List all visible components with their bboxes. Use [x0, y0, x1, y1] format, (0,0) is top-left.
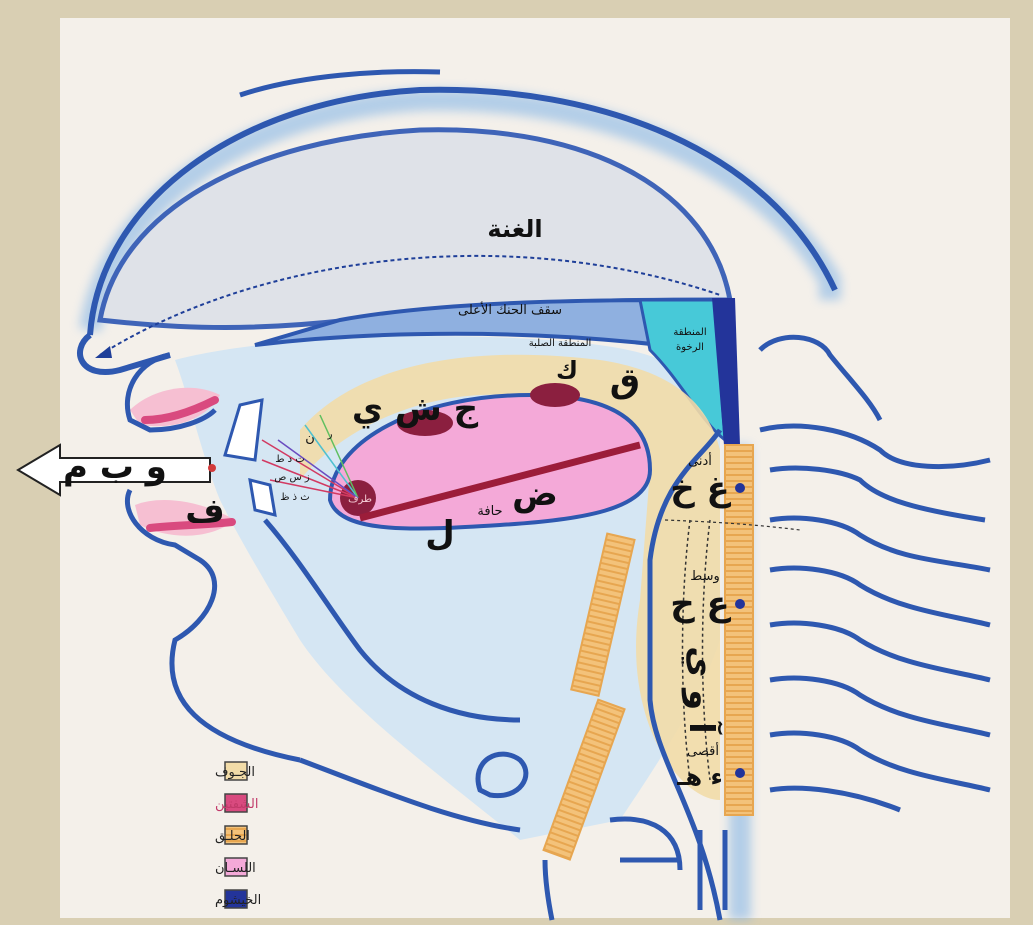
legend-label-nasal: الخيشوم [215, 893, 261, 908]
label-ghunna: الغنة [487, 215, 542, 243]
throat-point-mid [735, 599, 745, 609]
legend-label-throat: الحلـق [215, 829, 250, 844]
label-soft-palate-2: الرخوة [676, 342, 704, 353]
label-nun: ن [305, 431, 315, 446]
label-kaf: ك [556, 356, 578, 384]
label-adna: أدنى [688, 452, 712, 469]
lower-teeth [250, 480, 275, 515]
lip-point [208, 464, 216, 472]
throat-point-near [735, 483, 745, 493]
label-madd-letters: آ و ي [681, 646, 723, 735]
label-upper-palate: سقف الحنك الأعلى [458, 301, 562, 318]
label-tongue-group-1: ت د ط [275, 454, 304, 465]
label-aqsa: أقصى [687, 742, 719, 759]
label-edge: حافة [477, 504, 502, 519]
label-tip: طرف [348, 494, 372, 505]
label-throat-far: ء هـ [676, 763, 722, 791]
label-hard-palate: المنطقة الصلبة [529, 338, 592, 349]
label-dad: ض [512, 474, 558, 514]
label-lam: ل [425, 514, 455, 554]
label-tongue-group-3: ث ذ ظ [280, 492, 309, 503]
label-qaf: ق [610, 361, 640, 401]
label-tongue-group-2: ز س ص [274, 472, 310, 483]
throat-point-far [735, 768, 745, 778]
legend-label-lips: الشفتين [215, 797, 259, 812]
legend-label-jawf: الجـوف [215, 765, 255, 780]
tongue-back-spot [530, 383, 580, 407]
label-throat-near: غ خ [670, 469, 731, 509]
legend-label-tongue: اللسـان [215, 861, 256, 876]
label-throat-mid: ع ح [670, 584, 731, 624]
label-soft-palate-1: المنطقة [673, 327, 706, 338]
label-wasat: وسط [690, 569, 720, 584]
label-lips-letters: و ب م [63, 447, 167, 487]
label-jeem-sheen-ya: ج ش ي [352, 389, 479, 429]
label-fa: ف [185, 491, 225, 531]
label-ra: ر [327, 429, 333, 440]
